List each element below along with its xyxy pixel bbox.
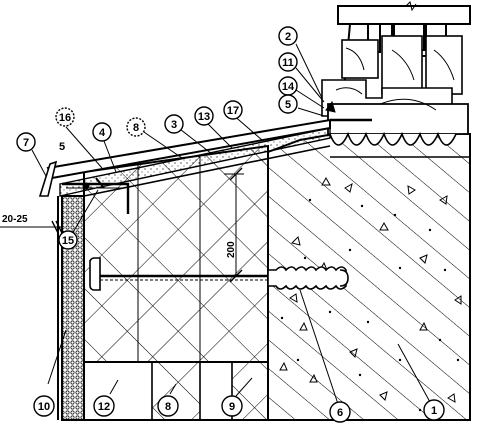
callout-13: 13 — [198, 111, 210, 123]
callout-12-circle — [93, 395, 115, 417]
callout-15: 15 — [62, 235, 74, 247]
callout-6: 6 — [337, 407, 343, 419]
callout-5-left: 5 — [59, 141, 65, 153]
callout-circles — [16, 26, 445, 423]
callout-8a-circle — [126, 117, 146, 137]
anchor-bolt — [89, 257, 349, 291]
callout-15-circle — [58, 230, 78, 250]
callout-11-circle — [278, 52, 298, 72]
leader-lines — [31, 43, 431, 405]
callout-numbers: 7 5 16 4 8 3 13 17 2 11 14 5 15 10 12 8 … — [23, 31, 437, 419]
callout-4: 4 — [99, 127, 106, 139]
dimension-200 — [224, 167, 244, 283]
callout-10-circle — [33, 395, 55, 417]
callout-3: 3 — [171, 119, 177, 131]
callout-16-circle — [55, 107, 75, 127]
callout-16: 16 — [59, 112, 71, 124]
callout-9-circle — [221, 395, 243, 417]
callout-1-circle — [423, 399, 445, 421]
callout-7: 7 — [23, 137, 29, 149]
callout-2: 2 — [285, 31, 291, 43]
callout-12: 12 — [98, 401, 110, 413]
callout-17-circle — [223, 100, 243, 120]
dimension-200-label: 200 — [226, 241, 237, 258]
callout-6-circle — [329, 401, 351, 423]
callout-7-circle — [16, 132, 36, 152]
callout-1: 1 — [431, 405, 437, 417]
callout-5-right: 5 — [285, 99, 291, 111]
callout-9: 9 — [229, 401, 235, 413]
callout-17: 17 — [227, 105, 239, 117]
dimension-20-25-label: 20-25 — [2, 214, 28, 225]
dimension-20-25 — [0, 220, 63, 234]
callout-11: 11 — [282, 57, 294, 69]
callout-5b-circle — [278, 94, 298, 114]
callout-13-circle — [194, 106, 214, 126]
sill-cap — [38, 118, 331, 197]
callout-4-circle — [92, 122, 112, 142]
concrete-aggregate — [279, 176, 462, 403]
callout-8b-circle — [157, 395, 179, 417]
callout-8-bottom: 8 — [165, 401, 171, 413]
callout-14: 14 — [282, 81, 295, 93]
callout-8-top: 8 — [133, 122, 139, 134]
insulation-board — [83, 144, 269, 421]
render-mortar-layer — [57, 195, 85, 421]
callout-10: 10 — [38, 401, 50, 413]
mounting-bracket — [62, 177, 130, 214]
window-frame — [321, 1, 471, 158]
callout-2-circle — [278, 26, 298, 46]
callout-3-circle — [164, 114, 184, 134]
